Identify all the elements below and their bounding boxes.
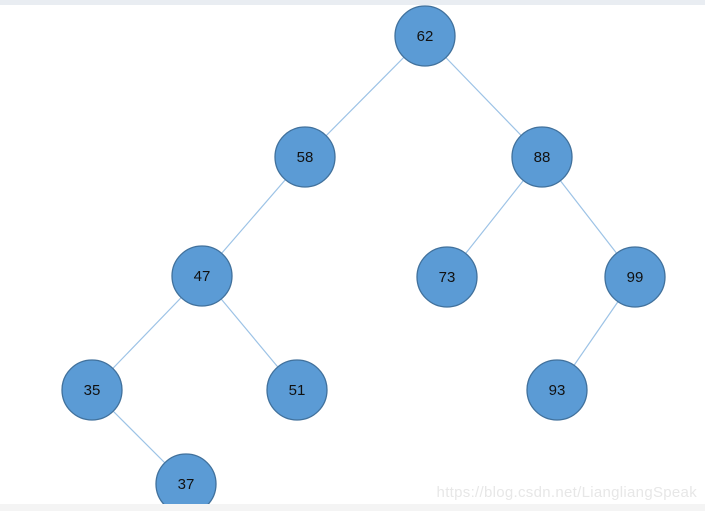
- tree-node-88: 88: [511, 126, 573, 188]
- tree-node-62: 62: [394, 5, 456, 67]
- tree-node-label-47: 47: [194, 268, 211, 285]
- tree-node-47: 47: [171, 245, 233, 307]
- tree-node-label-93: 93: [549, 382, 566, 399]
- watermark: https://blog.csdn.net/LiangliangSpeak: [436, 484, 697, 501]
- tree-node-label-37: 37: [178, 476, 195, 493]
- tree-node-label-62: 62: [417, 28, 434, 45]
- tree-node-circle-37: [155, 453, 217, 511]
- tree-node-circle-99: [604, 246, 666, 308]
- tree-node-35: 35: [61, 359, 123, 421]
- tree-node-label-51: 51: [289, 382, 306, 399]
- tree-node-circle-88: [511, 126, 573, 188]
- tree-node-73: 73: [416, 246, 478, 308]
- tree-node-51: 51: [266, 359, 328, 421]
- tree-node-circle-93: [526, 359, 588, 421]
- tree-node-label-58: 58: [297, 149, 314, 166]
- tree-node-label-35: 35: [84, 382, 101, 399]
- tree-node-58: 58: [274, 126, 336, 188]
- tree-node-label-88: 88: [534, 149, 551, 166]
- top-bar: [0, 0, 705, 5]
- tree-node-circle-35: [61, 359, 123, 421]
- tree-node-circle-51: [266, 359, 328, 421]
- tree-node-93: 93: [526, 359, 588, 421]
- tree-node-circle-58: [274, 126, 336, 188]
- tree-nodes-layer: 62 58 88 47 73 99 35 51 93 37: [61, 5, 666, 511]
- tree-node-label-99: 99: [627, 269, 644, 286]
- tree-node-circle-47: [171, 245, 233, 307]
- tree-node-circle-73: [416, 246, 478, 308]
- tree-node-99: 99: [604, 246, 666, 308]
- tree-node-circle-62: [394, 5, 456, 67]
- tree-node-37: 37: [155, 453, 217, 511]
- bottom-bar: [0, 504, 705, 511]
- tree-node-label-73: 73: [439, 269, 456, 286]
